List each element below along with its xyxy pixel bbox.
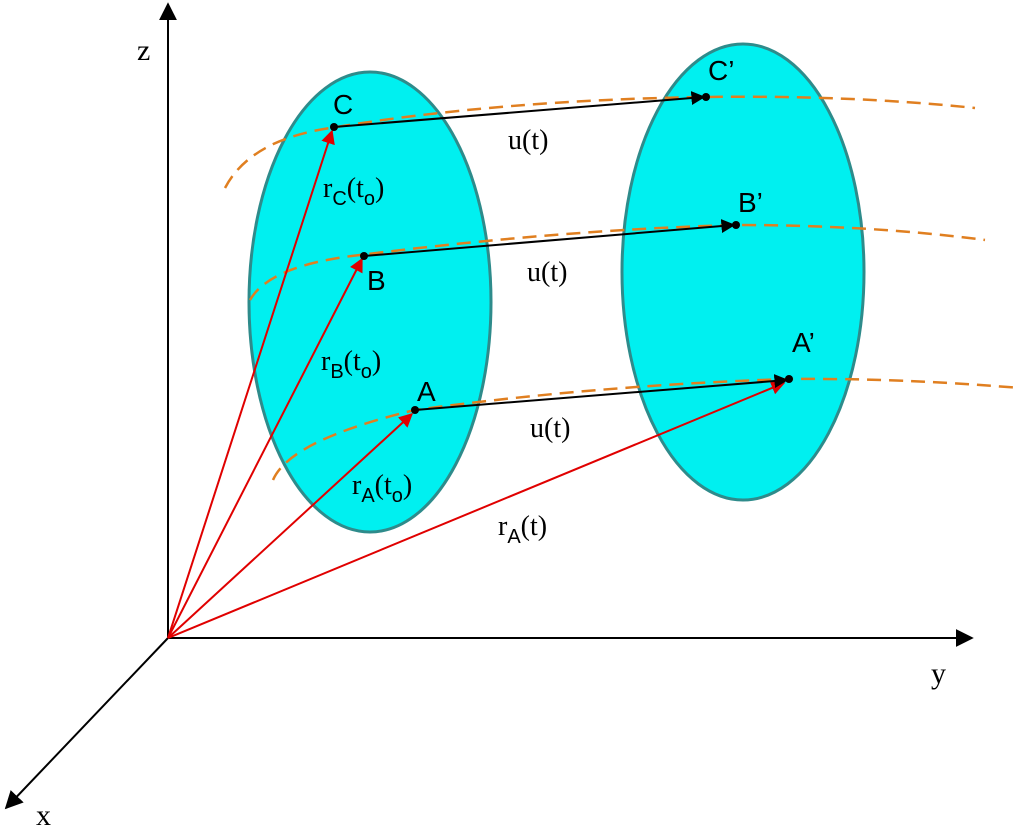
- vector-rA-t0: [167, 413, 414, 639]
- point-b: [360, 252, 368, 260]
- vector-u-b: [363, 219, 736, 257]
- rA-t0-label: rA(to): [352, 470, 412, 507]
- point-b-label: B: [367, 265, 386, 296]
- u-label-bottom: u(t): [530, 413, 570, 444]
- x-axis: [4, 637, 169, 810]
- u-label-middle: u(t): [527, 257, 567, 288]
- vector-rA-t: [167, 381, 786, 639]
- vector-u-c: [333, 91, 706, 128]
- point-b-prime-label: B’: [738, 187, 763, 218]
- point-a: [411, 406, 419, 414]
- point-b-prime: [732, 221, 740, 229]
- z-axis-label: z: [137, 34, 150, 67]
- vector-rC-t0: [167, 129, 335, 639]
- vector-u-a: [414, 374, 789, 411]
- point-a-prime: [785, 375, 793, 383]
- point-c-label: C: [333, 89, 353, 120]
- trajectory-b: [248, 223, 986, 301]
- rB-t0-label: rB(to): [321, 346, 381, 383]
- u-label-top: u(t): [508, 125, 548, 156]
- trajectory-c: [223, 95, 976, 189]
- point-a-prime-label: A’: [792, 327, 815, 358]
- body-ellipse-final: [620, 42, 866, 502]
- point-a-label: A: [417, 376, 436, 407]
- body-ellipse-initial: [247, 70, 493, 534]
- point-c-prime: [702, 93, 710, 101]
- y-axis-label: y: [931, 657, 946, 690]
- rC-t0-label: rC(to): [323, 173, 384, 210]
- trajectory-a: [271, 377, 1021, 481]
- point-c: [330, 123, 338, 131]
- rA-t-label: rA(t): [498, 511, 547, 548]
- vector-rB-t0: [167, 257, 363, 639]
- x-axis-label: x: [36, 799, 51, 832]
- point-c-prime-label: C’: [708, 55, 734, 86]
